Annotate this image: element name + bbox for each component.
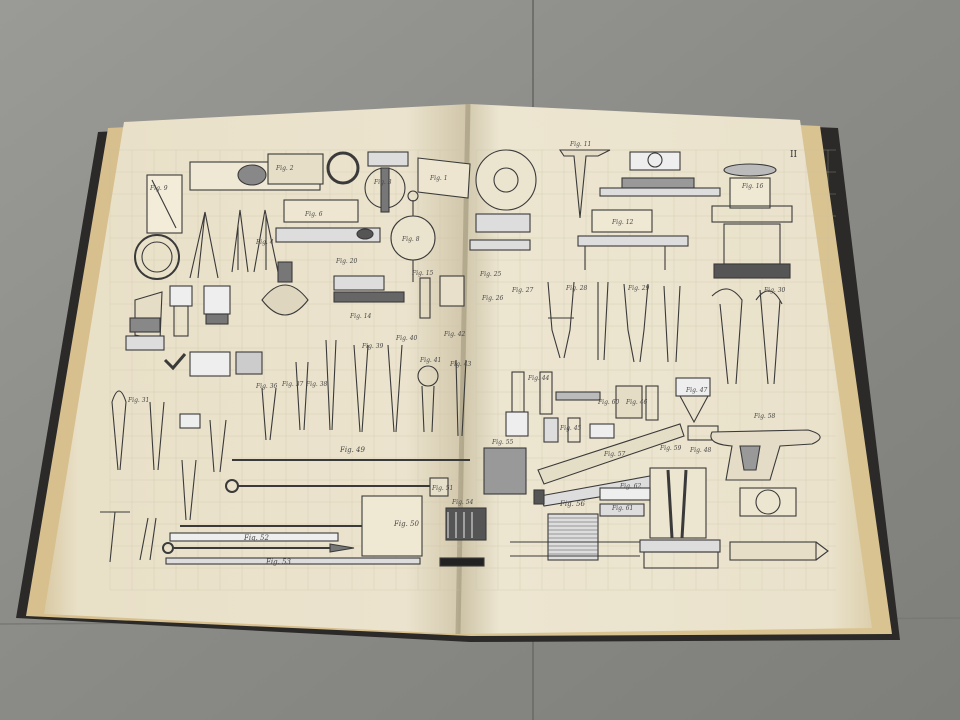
figure-caption: Fig. 25 bbox=[479, 271, 502, 278]
figure-caption: Fig. 45 bbox=[559, 425, 582, 432]
figure-caption: Fig. 27 bbox=[511, 287, 534, 294]
figure-caption: Fig. 42 bbox=[443, 331, 466, 338]
page-number: II bbox=[790, 150, 798, 160]
figure-caption: Fig. 12 bbox=[611, 219, 634, 226]
striped-swatch-drawing bbox=[547, 513, 599, 561]
figure-caption: Fig. 30 bbox=[763, 287, 786, 294]
figure-caption: Fig. 15 bbox=[411, 270, 434, 277]
left-figure-captions: Fig. 1 Fig. 2 Fig. 3 Fig. 4 Fig. 6 Fig. … bbox=[127, 165, 474, 566]
figure-caption: Fig. 52 bbox=[243, 534, 269, 542]
vise-drawing bbox=[649, 467, 707, 539]
figure-caption: Fig. 37 bbox=[281, 381, 304, 388]
figure-caption: Fig. 55 bbox=[491, 439, 514, 446]
figure-caption: Fig. 9 bbox=[149, 185, 168, 192]
figure-caption: Fig. 16 bbox=[741, 183, 764, 190]
figure-caption: Fig. 28 bbox=[565, 285, 588, 292]
figure-caption: Fig. 4 bbox=[255, 239, 274, 246]
figure-caption: Fig. 57 bbox=[603, 451, 626, 458]
figure-caption: Fig. 31 bbox=[127, 397, 149, 404]
figure-caption: Fig. 49 bbox=[339, 446, 365, 454]
figure-caption: Fig. 56 bbox=[559, 500, 585, 508]
anvil-drawing bbox=[710, 429, 821, 481]
file-swatch-drawing bbox=[445, 507, 487, 541]
right-figure-captions: Fig. 11 Fig. 12 Fig. 16 Fig. 25 Fig. 26 … bbox=[479, 141, 786, 512]
figure-caption: Fig. 6 bbox=[304, 211, 323, 218]
figure-caption: Fig. 8 bbox=[401, 236, 420, 243]
figure-caption: Fig. 29 bbox=[627, 285, 650, 292]
figure-caption: Fig. 46 bbox=[625, 399, 648, 406]
figure-caption: Fig. 50 bbox=[393, 520, 419, 528]
figure-caption: Fig. 44 bbox=[527, 375, 550, 382]
figure-caption: Fig. 59 bbox=[659, 445, 682, 452]
figure-caption: Fig. 54 bbox=[451, 499, 474, 506]
figure-caption: Fig. 53 bbox=[265, 558, 291, 566]
figure-caption: Fig. 47 bbox=[685, 387, 708, 394]
figure-caption: Fig. 51 bbox=[431, 485, 453, 492]
figure-caption: Fig. 62 bbox=[619, 483, 642, 490]
ring-drawing bbox=[326, 151, 360, 185]
figure-caption: Fig. 61 bbox=[611, 505, 633, 512]
figure-caption: Fig. 48 bbox=[689, 447, 712, 454]
plank-drawing bbox=[537, 423, 685, 485]
right-illustrations bbox=[469, 149, 829, 569]
figure-caption: Fig. 14 bbox=[349, 313, 372, 320]
figure-caption: Fig. 38 bbox=[305, 381, 328, 388]
figure-caption: Fig. 3 bbox=[373, 179, 392, 186]
figure-caption: Fig. 11 bbox=[569, 141, 591, 148]
figure-caption: Fig. 39 bbox=[361, 343, 384, 350]
figure-caption: Fig. 36 bbox=[255, 383, 278, 390]
figure-caption: Fig. 1 bbox=[429, 175, 448, 182]
figure-caption: Fig. 41 bbox=[419, 357, 441, 364]
figure-caption: Fig. 2 bbox=[275, 165, 294, 172]
left-illustrations bbox=[100, 151, 487, 567]
disc-drawing bbox=[475, 149, 537, 211]
figure-caption: Fig. 58 bbox=[753, 413, 776, 420]
figure-caption: Fig. 43 bbox=[449, 361, 472, 368]
mesh-drawing bbox=[483, 447, 527, 495]
figure-caption: Fig. 40 bbox=[395, 335, 418, 342]
figure-caption: Fig. 60 bbox=[597, 399, 620, 406]
figure-caption: Fig. 20 bbox=[335, 258, 358, 265]
figure-caption: Fig. 26 bbox=[481, 295, 504, 302]
